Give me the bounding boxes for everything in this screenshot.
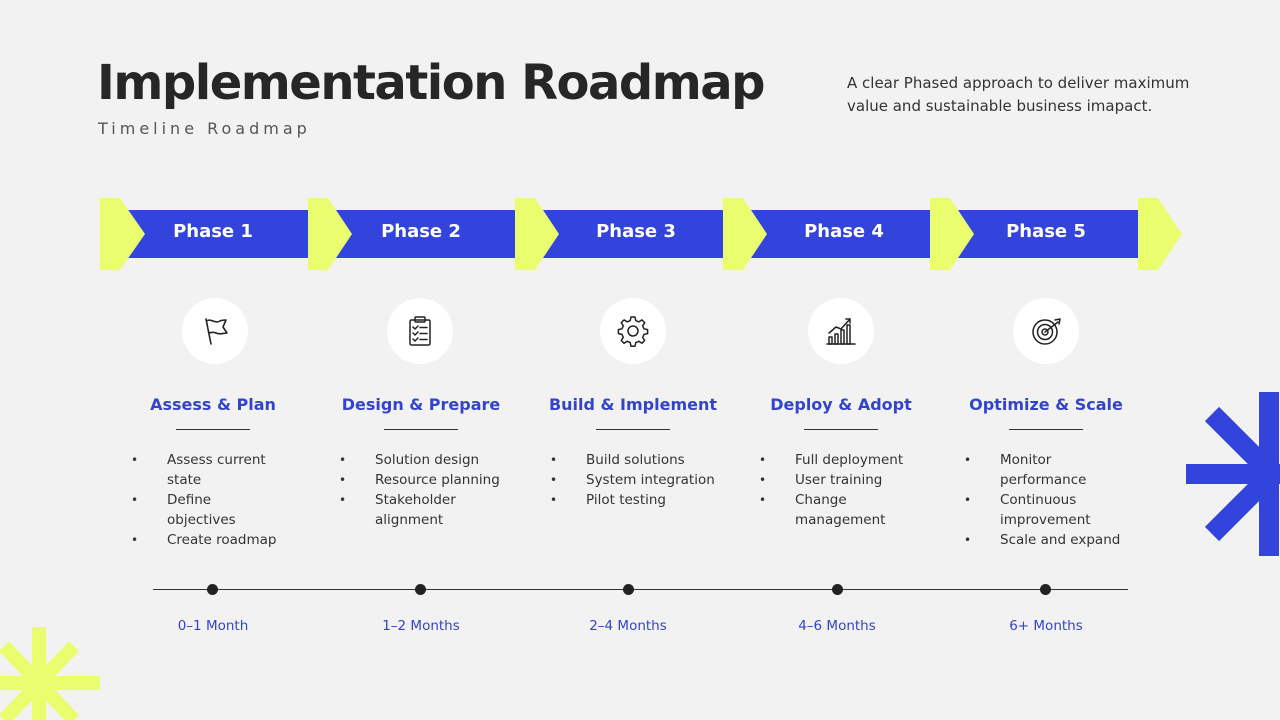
phase-1-bullets: Assess current state Define objectives C…: [131, 450, 281, 550]
phase-4-label: Phase 4: [804, 221, 884, 242]
phase-5-bullets: Monitor performance Continuous improveme…: [964, 450, 1134, 550]
phase-arrow-band: [100, 198, 1182, 270]
target-icon: [1032, 318, 1061, 345]
yellow-asterisk-decoration: [0, 627, 100, 720]
phase-3-icon-circle: [600, 298, 666, 364]
phase-3-divider: [596, 429, 670, 430]
phase-3-bullets: Build solutions System integration Pilot…: [550, 450, 740, 510]
blue-asterisk-decoration: [1186, 392, 1280, 556]
timeline-dot: [1040, 584, 1051, 595]
timeline-dot: [832, 584, 843, 595]
phase-chevrons: [100, 198, 1182, 270]
phase-1-bar: [120, 210, 308, 258]
phase-3-title: Build & Implement: [548, 395, 718, 414]
phase-1-divider: [176, 429, 250, 430]
list-item: Monitor performance: [964, 450, 1134, 490]
phase-2-icon-circle: [387, 298, 453, 364]
list-item: System integration: [550, 470, 740, 490]
phase-4-bullets: Full deployment User training Change man…: [759, 450, 919, 530]
list-item: Build solutions: [550, 450, 740, 470]
phase-2-title: Design & Prepare: [341, 395, 501, 414]
chevron-1: [100, 198, 145, 270]
phase-2-bullets: Solution design Resource planning Stakeh…: [339, 450, 519, 530]
phase-5-label: Phase 5: [1006, 221, 1086, 242]
page-description: A clear Phased approach to deliver maxim…: [847, 74, 1190, 115]
phase-1-label: Phase 1: [173, 221, 253, 242]
phase-2-bar: [328, 210, 516, 258]
phase-bars: [120, 210, 1138, 258]
page-subtitle: Timeline Roadmap: [98, 119, 311, 138]
phase-4-divider: [804, 429, 878, 430]
phase-2-label: Phase 2: [381, 221, 461, 242]
list-item: Stakeholder alignment: [339, 490, 519, 530]
phase-5-divider: [1009, 429, 1083, 430]
flag-icon: [205, 318, 228, 345]
phase-3-label: Phase 3: [596, 221, 676, 242]
timeline-label-1: 0–1 Month: [177, 618, 249, 634]
timeline-label-5: 6+ Months: [1009, 618, 1083, 634]
phase-3-bar: [535, 210, 723, 258]
chevron-5: [930, 198, 974, 270]
clipboard-checklist-icon: [409, 316, 431, 346]
timeline-dot: [207, 584, 218, 595]
gear-icon: [617, 316, 649, 347]
phase-4-bar: [743, 210, 931, 258]
list-item: Continuous improvement: [964, 490, 1134, 530]
chevron-end: [1138, 198, 1182, 270]
list-item: Pilot testing: [550, 490, 740, 510]
phase-5-icon-circle: [1013, 298, 1079, 364]
list-item: Resource planning: [339, 470, 519, 490]
phase-4-title: Deploy & Adopt: [770, 395, 912, 414]
chevron-4: [723, 198, 767, 270]
phase-1-title: Assess & Plan: [150, 395, 276, 414]
timeline-dot: [623, 584, 634, 595]
list-item: User training: [759, 470, 919, 490]
chevron-2: [308, 198, 352, 270]
phase-5-title: Optimize & Scale: [969, 395, 1123, 414]
timeline-line: [153, 589, 1128, 590]
list-item: Create roadmap: [131, 530, 281, 550]
list-item: Change management: [759, 490, 919, 530]
list-item: Define objectives: [131, 490, 281, 530]
list-item: Assess current state: [131, 450, 281, 490]
page-title: Implementation Roadmap: [97, 55, 766, 111]
list-item: Solution design: [339, 450, 519, 470]
timeline-label-4: 4–6 Months: [798, 618, 876, 634]
phase-1-icon-circle: [182, 298, 248, 364]
timeline-label-3: 2–4 Months: [589, 618, 667, 634]
timeline-dot: [415, 584, 426, 595]
chevron-3: [515, 198, 559, 270]
phase-4-icon-circle: [808, 298, 874, 364]
timeline-label-2: 1–2 Months: [382, 618, 460, 634]
list-item: Full deployment: [759, 450, 919, 470]
list-item: Scale and expand: [964, 530, 1134, 550]
growth-chart-icon: [826, 318, 856, 345]
phase-5-bar: [950, 210, 1138, 258]
phase-2-divider: [384, 429, 458, 430]
